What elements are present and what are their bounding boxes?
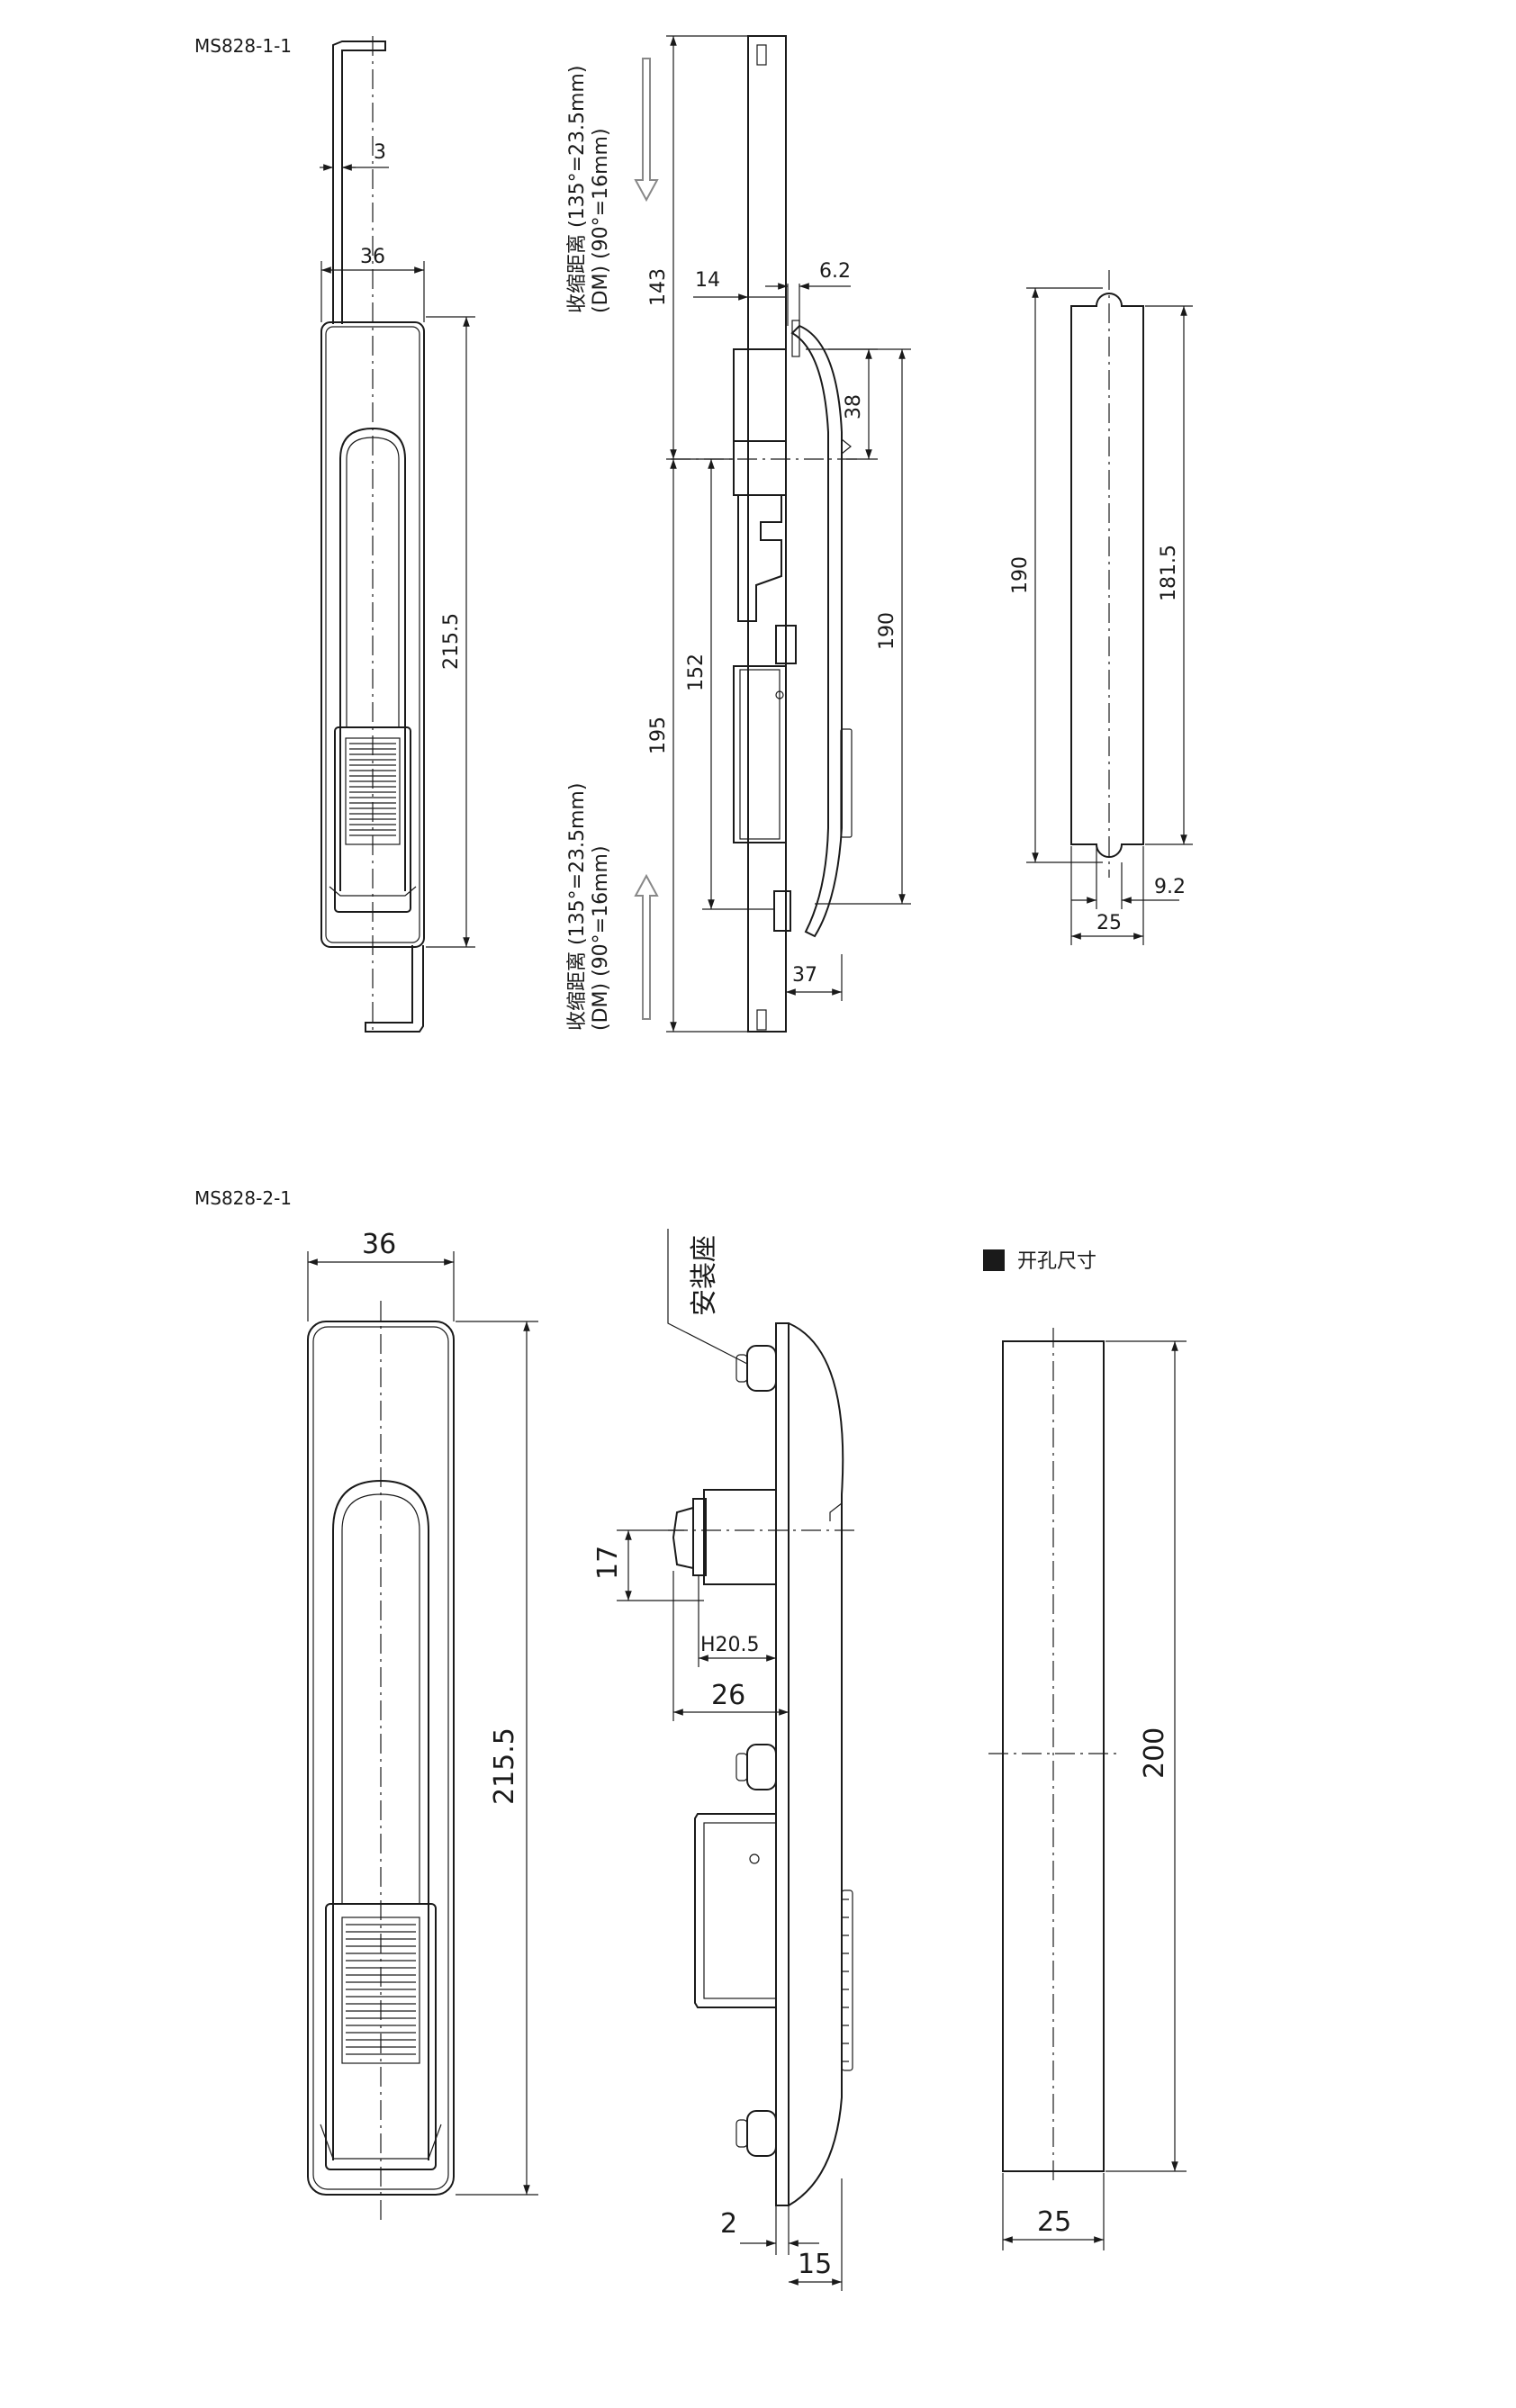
bottom-cutout-dim-200: 200 — [1139, 1727, 1170, 1779]
bottom-side-dim-h20-5: H20.5 — [700, 1634, 760, 1656]
bottom-side-view: 安装座 17 H20.5 26 2 15 — [592, 1229, 860, 2291]
model-label-top: MS828-1-1 — [194, 35, 292, 57]
top-side-retract-label-b1: 收缩距离 (135°=23.5mm) — [566, 783, 589, 1031]
bottom-cutout-dim-25: 25 — [1037, 2206, 1071, 2238]
bottom-cutout-view: 开孔尺寸 200 25 — [983, 1249, 1187, 2250]
top-front-dim-gap: 3 — [374, 141, 386, 164]
bottom-side-dim-15: 15 — [798, 2249, 832, 2280]
top-side-dim-38: 38 — [843, 394, 865, 419]
top-side-dim-37: 37 — [792, 964, 817, 987]
top-side-retract-label-b2: (DM) (90°=16mm) — [590, 845, 612, 1031]
mount-stud-1 — [735, 1345, 777, 1392]
top-side-retract-label-a1: 收缩距离 (135°=23.5mm) — [566, 66, 589, 313]
top-cutout-dim-9-2: 9.2 — [1154, 876, 1186, 898]
top-cutout-dim-181-5: 181.5 — [1158, 545, 1180, 601]
top-side-dim-152: 152 — [685, 654, 708, 691]
top-side-view: 收缩距离 (135°=23.5mm) (DM) (90°=16mm) 收缩距离 … — [566, 35, 911, 1033]
bottom-side-mount-label: 安装座 — [689, 1235, 720, 1316]
top-cutout-dim-190: 190 — [1009, 556, 1032, 594]
top-front-dim-height: 215.5 — [440, 613, 463, 670]
legend-square-icon — [983, 1249, 1005, 1271]
mount-stud-2 — [735, 1744, 777, 1790]
mount-stud-3 — [735, 2110, 777, 2157]
top-side-dim-195: 195 — [647, 717, 670, 754]
bottom-side-dim-17: 17 — [592, 1546, 624, 1580]
bottom-front-view: 36 215.5 — [307, 1229, 538, 2223]
bottom-side-dim-2: 2 — [720, 2208, 737, 2240]
top-cutout-view: 190 181.5 9.2 25 — [1009, 270, 1193, 945]
top-cutout-dim-25: 25 — [1096, 912, 1122, 934]
top-front-view: 3 36 215.5 — [320, 36, 475, 1033]
top-side-dim-14: 14 — [695, 269, 720, 292]
bottom-front-dim-width: 36 — [362, 1229, 396, 1260]
bottom-side-dim-26: 26 — [711, 1680, 745, 1711]
bottom-cutout-legend: 开孔尺寸 — [1017, 1250, 1096, 1273]
top-front-dim-width: 36 — [360, 246, 385, 268]
top-side-dim-143: 143 — [647, 268, 670, 306]
bottom-front-dim-height: 215.5 — [489, 1727, 520, 1805]
top-side-dim-6-2: 6.2 — [819, 260, 851, 283]
top-side-dim-190: 190 — [876, 612, 898, 650]
model-label-bottom: MS828-2-1 — [194, 1187, 292, 1209]
top-side-retract-label-a2: (DM) (90°=16mm) — [590, 128, 612, 313]
